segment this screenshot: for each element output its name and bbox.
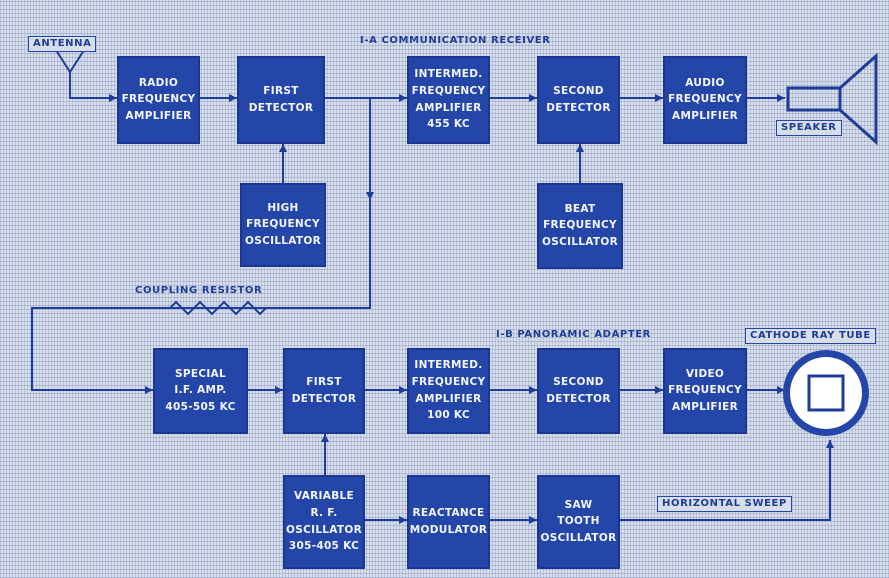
if-amplifier-100kc-block: INTERMED. FREQUENCY AMPLIFIER 100 KC — [407, 348, 490, 434]
second-detector-block: SECOND DETECTOR — [537, 56, 620, 144]
horizontal-sweep-wire — [620, 440, 831, 521]
block-text: FREQUENCY — [543, 219, 617, 232]
block-text: DETECTOR — [248, 101, 314, 114]
block-text: REACTANCE — [412, 506, 485, 519]
rf-amplifier-block: RADIO FREQUENCY AMPLIFIER — [117, 56, 200, 144]
block-text: VARIABLE — [294, 490, 354, 503]
block-text: FREQUENCY — [668, 93, 742, 106]
block-text: FREQUENCY — [668, 384, 742, 397]
cathode-ray-tube-icon — [783, 350, 869, 436]
block-text: FREQUENCY — [246, 218, 320, 231]
block-text: OSCILLATOR — [542, 235, 618, 248]
first-detector-block: FIRST DETECTOR — [237, 56, 325, 144]
block-text: AUDIO — [685, 76, 725, 89]
saw-tooth-oscillator-block: SAW TOOTH OSCILLATOR — [537, 475, 620, 569]
block-text: OSCILLATOR — [286, 523, 362, 536]
block-text: DETECTOR — [546, 101, 611, 114]
block-text: FIRST — [263, 84, 299, 97]
block-text: SECOND — [553, 84, 604, 97]
block-text: AMPLIFIER — [125, 109, 192, 122]
horizontal-sweep-label: HORIZONTAL SWEEP — [657, 496, 792, 512]
block-text: AMPLIFIER — [672, 400, 738, 413]
block-text: TOOTH — [557, 515, 600, 528]
block-text: FREQUENCY — [411, 84, 486, 97]
block-text: SECOND — [553, 375, 604, 388]
block-text: 305-405 KC — [288, 540, 360, 553]
block-text: BEAT — [564, 202, 596, 215]
adapter-section-title: I-B PANORAMIC ADAPTER — [496, 329, 651, 340]
reactance-modulator-block: REACTANCE MODULATOR — [407, 475, 490, 569]
antenna-label: ANTENNA — [28, 36, 97, 52]
variable-rf-oscillator-block: VARIABLE R. F. OSCILLATOR 305-405 KC — [283, 475, 365, 569]
block-text: I.F. AMP. — [174, 384, 227, 397]
block-text: INTERMED. — [414, 68, 483, 81]
coupling-wire — [31, 98, 371, 391]
video-frequency-amplifier-block: VIDEO FREQUENCY AMPLIFIER — [663, 348, 747, 434]
block-text: 100 KC — [427, 409, 470, 422]
speaker-label: SPEAKER — [776, 120, 842, 136]
block-text: DETECTOR — [546, 392, 611, 405]
block-text: R. F. — [310, 506, 338, 519]
coupling-resistor-symbol — [169, 300, 267, 316]
special-if-amp-block: SPECIAL I.F. AMP. 405-505 KC — [153, 348, 248, 434]
cathode-ray-tube-label: CATHODE RAY TUBE — [745, 328, 876, 344]
block-text: OSCILLATOR — [540, 531, 617, 544]
block-text: 455 KC — [427, 118, 470, 131]
block-text: MODULATOR — [409, 523, 488, 536]
speaker-icon — [786, 52, 878, 146]
adapter-first-detector-block: FIRST DETECTOR — [283, 348, 365, 434]
block-text: SAW — [564, 498, 593, 511]
block-text: HIGH — [267, 201, 299, 214]
block-text: AMPLIFIER — [415, 392, 482, 405]
beat-frequency-oscillator-block: BEAT FREQUENCY OSCILLATOR — [537, 183, 623, 269]
audio-frequency-amplifier-block: AUDIO FREQUENCY AMPLIFIER — [663, 56, 747, 144]
block-text: 405-505 KC — [165, 400, 236, 413]
block-text: VIDEO — [685, 367, 725, 380]
block-text: FIRST — [306, 375, 342, 388]
block-text: FREQUENCY — [121, 93, 196, 106]
high-frequency-oscillator-block: HIGH FREQUENCY OSCILLATOR — [240, 183, 326, 267]
block-text: FREQUENCY — [411, 375, 486, 388]
coupling-resistor-label: COUPLING RESISTOR — [135, 285, 263, 296]
antenna-wire — [69, 72, 117, 99]
block-text: OSCILLATOR — [245, 234, 321, 247]
block-text: AMPLIFIER — [415, 101, 482, 114]
if-amplifier-455kc-block: INTERMED. FREQUENCY AMPLIFIER 455 KC — [407, 56, 490, 144]
block-text: RADIO — [138, 76, 179, 89]
block-text: DETECTOR — [291, 392, 357, 405]
receiver-section-title: I-A COMMUNICATION RECEIVER — [360, 35, 551, 46]
block-text: SPECIAL — [175, 367, 226, 380]
block-text: AMPLIFIER — [672, 109, 738, 122]
block-text: INTERMED. — [414, 359, 483, 372]
adapter-second-detector-block: SECOND DETECTOR — [537, 348, 620, 434]
